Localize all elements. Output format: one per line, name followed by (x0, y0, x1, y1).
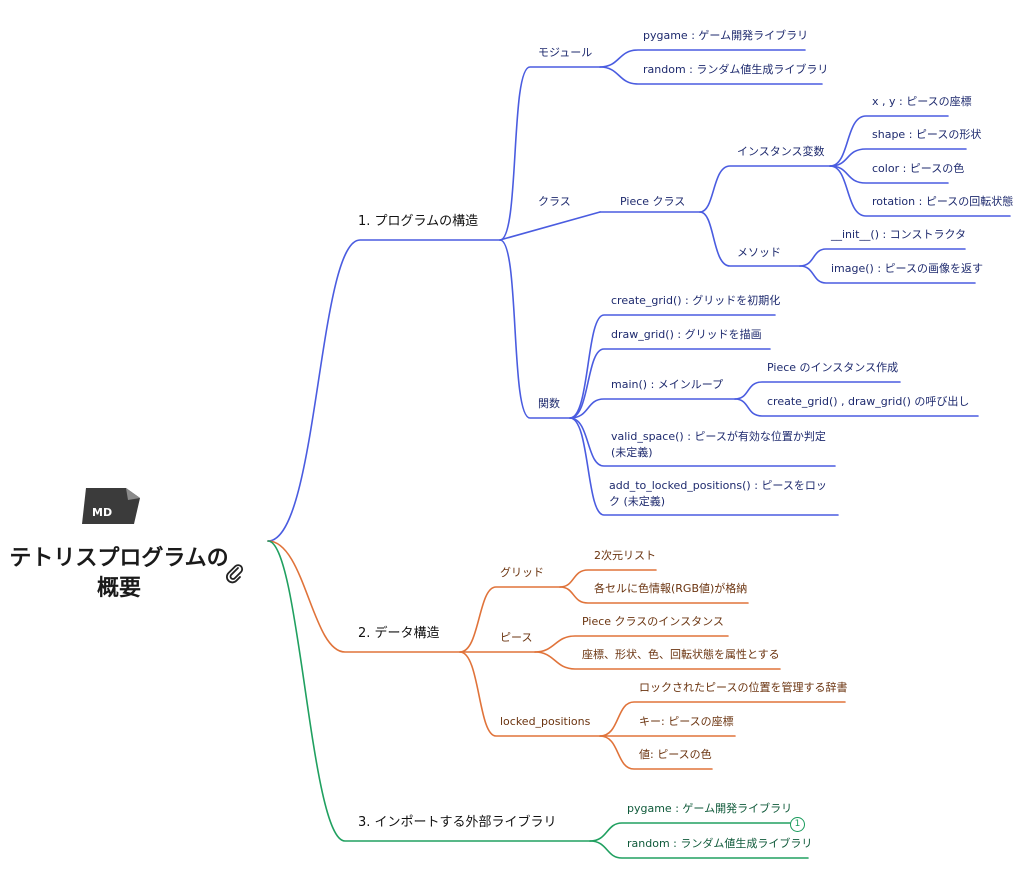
edge-root-s2 (267, 540, 461, 653)
locked-item-dict[interactable]: ロックされたピースの位置を管理する辞書 (639, 681, 848, 694)
module-item-random[interactable]: random : ランダム値生成ライブラリ (643, 63, 829, 76)
root-title-line1: テトリスプログラムの (9, 546, 229, 571)
module-item-pygame[interactable]: pygame : ゲーム開発ライブラリ (643, 29, 809, 42)
section1-label[interactable]: 1. プログラムの構造 (358, 214, 479, 229)
grid-label[interactable]: グリッド (500, 566, 544, 579)
var-rotation[interactable]: rotation : ピースの回転状態 (872, 195, 1014, 208)
edge-s1-module (499, 66, 601, 241)
piece-item-attrs[interactable]: 座標、形状、色、回転状態を属性とする (582, 648, 780, 661)
edge-module-1 (599, 49, 806, 68)
edge-module-2 (599, 66, 823, 85)
piece-label[interactable]: ピース (500, 631, 533, 644)
instance-vars-label[interactable]: インスタンス変数 (737, 145, 825, 158)
var-color[interactable]: color : ピースの色 (872, 162, 965, 175)
func-draw-grid[interactable]: draw_grid() : グリッドを描画 (611, 328, 762, 341)
locked-item-value[interactable]: 値: ピースの色 (639, 748, 712, 761)
method-image[interactable]: image() : ピースの画像を返す (831, 262, 983, 275)
main-child-calls[interactable]: create_grid() , draw_grid() の呼び出し (767, 395, 970, 408)
root-title[interactable]: テトリスプログラムの 概要 (4, 544, 234, 604)
grid-item-rgb[interactable]: 各セルに色情報(RGB値)が格納 (594, 582, 748, 595)
var-xy[interactable]: x , y : ピースの座標 (872, 95, 972, 108)
func-main[interactable]: main() : メインループ (611, 378, 724, 391)
edge-s1-func (499, 239, 571, 419)
method-init[interactable]: __init__() : コンストラクタ (831, 228, 967, 241)
piece-class-label[interactable]: Piece クラス (620, 195, 686, 208)
piece-item-instance[interactable]: Piece クラスのインスタンス (582, 615, 724, 628)
locked-label[interactable]: locked_positions (500, 715, 591, 728)
module-label[interactable]: モジュール (538, 46, 593, 59)
func-create-grid[interactable]: create_grid() : グリッドを初期化 (611, 294, 781, 307)
edge-s1-class (499, 211, 601, 241)
reference-count-badge[interactable]: 1 (790, 817, 805, 832)
section3-label[interactable]: 3. インポートする外部ライブラリ (358, 815, 557, 830)
lib-item-random[interactable]: random : ランダム値生成ライブラリ (627, 837, 813, 850)
root-title-line2: 概要 (96, 576, 141, 601)
edge-piece-vars (699, 165, 831, 213)
main-child-instance[interactable]: Piece のインスタンス作成 (767, 361, 899, 374)
functions-label[interactable]: 関数 (538, 397, 560, 410)
edge-root-s1 (267, 239, 501, 542)
var-shape[interactable]: shape : ピースの形状 (872, 128, 982, 141)
locked-item-key[interactable]: キー: ピースの座標 (639, 715, 734, 728)
edge-root-s3 (267, 540, 591, 842)
grid-item-2d[interactable]: 2次元リスト (594, 549, 656, 562)
paperclip-icon[interactable] (224, 563, 246, 585)
func-add-locked[interactable]: add_to_locked_positions() : ピースをロック (未定義… (609, 479, 827, 508)
lib-item-pygame[interactable]: pygame : ゲーム開発ライブラリ (627, 802, 793, 815)
func-valid-space[interactable]: valid_space() : ピースが有効な位置か判定 (未定義) (611, 430, 826, 459)
section2-label[interactable]: 2. データ構造 (358, 626, 440, 641)
md-label: MD (92, 506, 112, 519)
methods-label[interactable]: メソッド (737, 246, 781, 259)
class-label[interactable]: クラス (538, 195, 571, 208)
markdown-file-icon: MD (82, 488, 140, 524)
edge-piece-methods (699, 211, 801, 267)
